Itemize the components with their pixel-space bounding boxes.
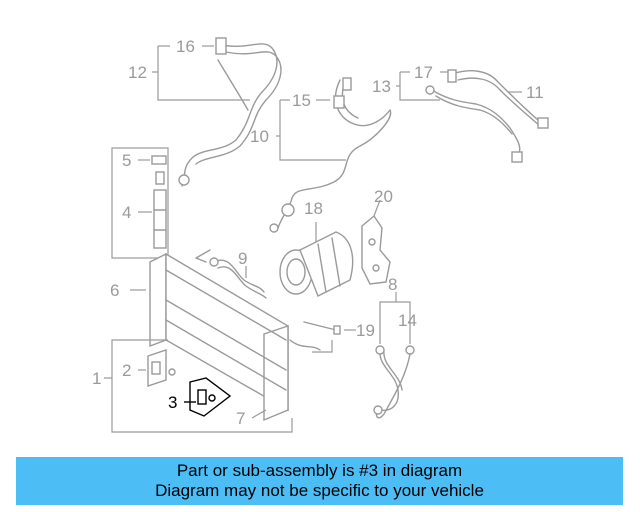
banner-line-part: Part or sub-assembly is #3 in diagram (176, 461, 463, 480)
callout-13: 13 (372, 77, 391, 96)
condenser (149, 249, 321, 422)
callout-11: 11 (526, 83, 544, 102)
hose-assembly-12 (178, 37, 282, 187)
callout-17: 17 (414, 63, 433, 82)
hose-assembly-11 (425, 69, 549, 163)
callout-1: 1 (92, 369, 101, 388)
callout-2: 2 (122, 361, 131, 380)
compressor-bracket-20 (361, 214, 391, 285)
callout-9: 9 (238, 249, 247, 268)
bolt-19 (303, 321, 341, 335)
callout-12: 12 (128, 63, 147, 82)
callout-20: 20 (374, 187, 393, 206)
callout-8: 8 (388, 275, 397, 294)
callout-3-highlight[interactable]: 3 (168, 393, 177, 412)
callout-6: 6 (110, 281, 119, 300)
callout-5: 5 (122, 151, 131, 170)
callout-7: 7 (236, 409, 245, 428)
callout-19: 19 (356, 321, 375, 340)
compressor (279, 231, 354, 297)
receiver-drier (151, 155, 167, 249)
callout-15: 15 (292, 91, 311, 110)
callout-10: 10 (250, 127, 269, 146)
callout-16: 16 (176, 37, 195, 56)
highlighted-part-3[interactable] (184, 377, 232, 417)
callout-18: 18 (304, 199, 323, 218)
callout-14: 14 (398, 311, 417, 330)
parts-diagram: 16 12 15 10 17 13 11 5 (92, 37, 549, 433)
banner-line-disclaimer: Diagram may not be specific to your vehi… (155, 481, 484, 500)
hose-9 (209, 257, 267, 299)
leader-12 (152, 45, 250, 101)
hose-assembly-10 (269, 77, 392, 233)
info-banner: Part or sub-assembly is #3 in diagram Di… (16, 457, 623, 505)
hose-8 (373, 345, 415, 419)
callout-4: 4 (122, 203, 131, 222)
bracket-2 (147, 349, 176, 387)
